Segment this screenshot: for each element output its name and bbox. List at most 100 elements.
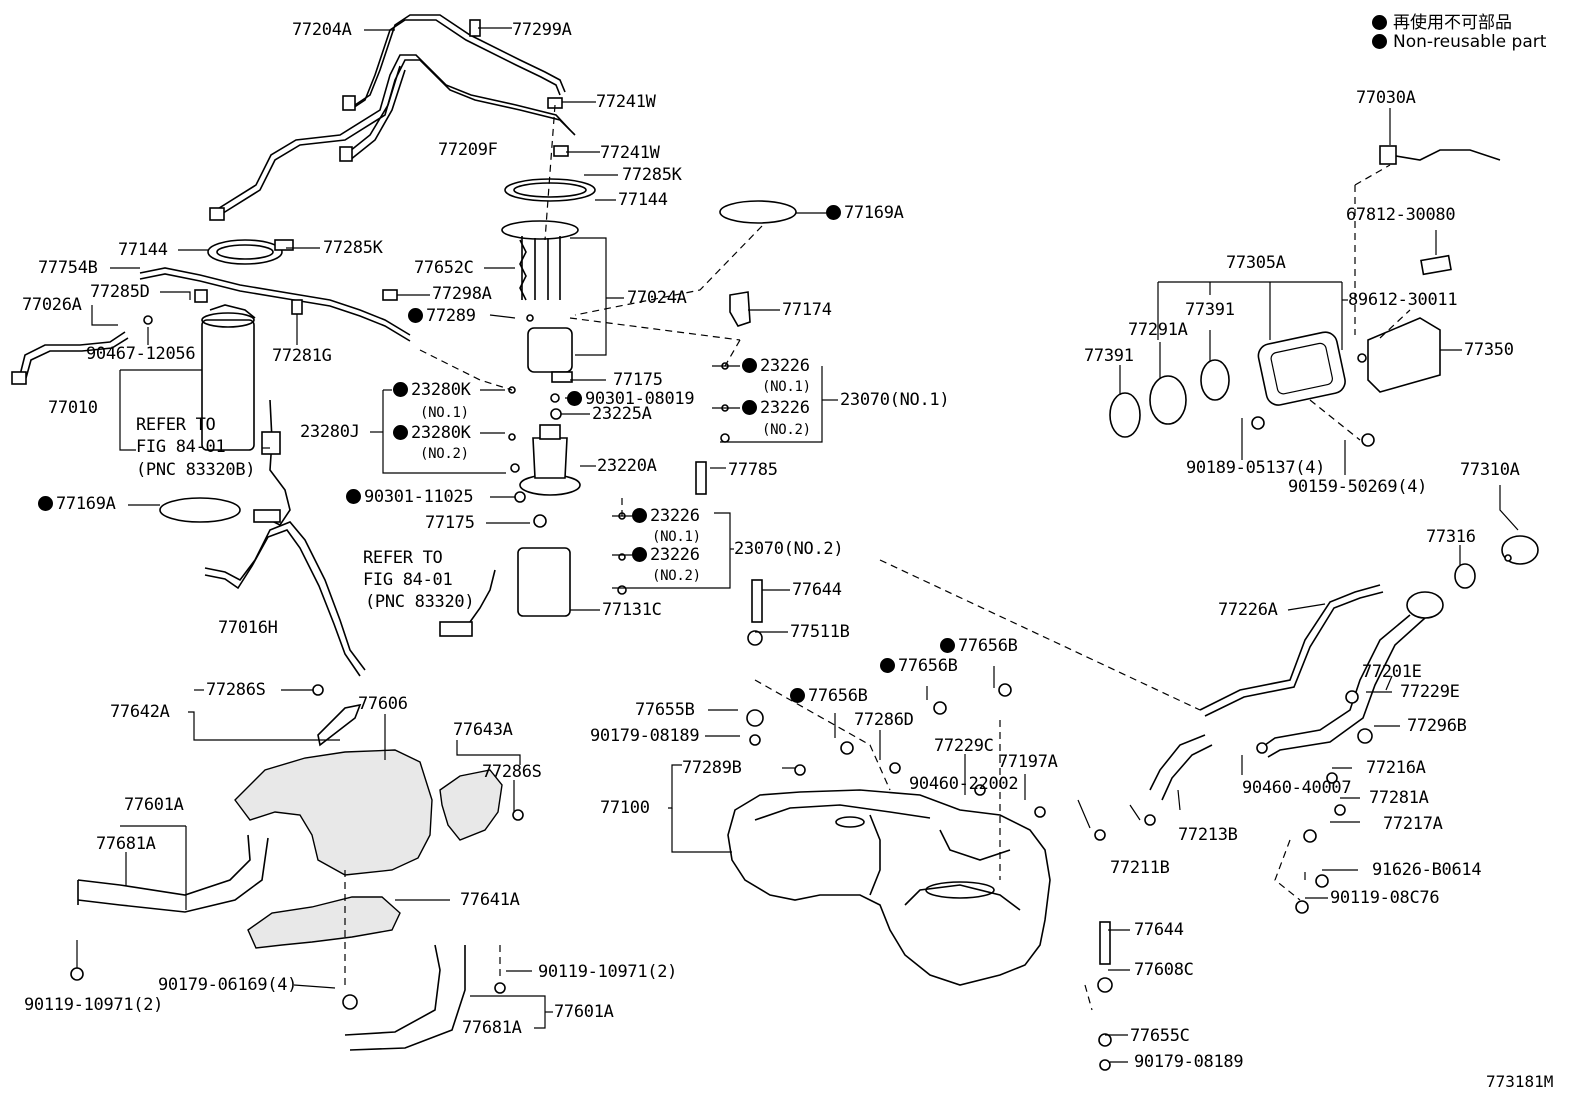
part-label: 77285K	[622, 165, 682, 185]
part-number: 90460-40007	[1242, 778, 1352, 798]
part-number: 77285K	[323, 238, 383, 258]
non-reusable-dot-icon	[567, 391, 582, 406]
non-reusable-dot-icon	[632, 547, 647, 562]
part-number: 77299A	[512, 20, 572, 40]
part-label: 90467-12056	[86, 344, 196, 364]
part-label: 77217A	[1383, 814, 1443, 834]
part-label: REFER TO	[363, 548, 443, 568]
part-number: 77174	[782, 300, 832, 320]
part-label: 77608C	[1134, 960, 1194, 980]
part-label: 23220A	[597, 456, 657, 476]
part-number: 77391	[1084, 346, 1134, 366]
part-number: 90179-08189	[590, 726, 700, 746]
part-number: 77281G	[272, 346, 332, 366]
part-label: 77350	[1464, 340, 1514, 360]
part-label: 77644	[1134, 920, 1184, 940]
part-label: 77286D	[854, 710, 914, 730]
part-label: 77169A	[826, 203, 904, 223]
part-label: (NO.2)	[652, 566, 701, 586]
part-number: 77285D	[90, 282, 150, 302]
non-reusable-dot-icon	[393, 425, 408, 440]
part-label: 77197A	[998, 752, 1058, 772]
part-label: 77642A	[110, 702, 170, 722]
part-label: 77241W	[596, 92, 656, 112]
part-label: 77310A	[1460, 460, 1520, 480]
part-number: 77644	[1134, 920, 1184, 940]
part-label: 67812-30080	[1346, 205, 1456, 225]
legend-jp: 再使用不可部品	[1372, 8, 1512, 33]
part-label: 77298A	[432, 284, 492, 304]
pump-23220A	[519, 424, 581, 496]
part-number: 77655C	[1130, 1026, 1190, 1046]
part-label: 90159-50269(4)	[1288, 477, 1427, 497]
fuel-line-77204A	[349, 14, 566, 111]
part-number: 77606	[358, 694, 408, 714]
part-number: 77229C	[934, 736, 994, 756]
part-label: 77305A	[1226, 253, 1286, 273]
non-reusable-dot-icon	[38, 496, 53, 511]
fuel-line-77209F	[215, 54, 576, 216]
part-label: 77241W	[600, 143, 660, 163]
part-number: 23226	[760, 398, 810, 418]
part-number: 77643A	[453, 720, 513, 740]
part-number: 23220A	[597, 456, 657, 476]
part-label: 77016H	[218, 618, 278, 638]
part-label: 77216A	[1366, 758, 1426, 778]
part-label: (NO.2)	[420, 444, 469, 464]
part-label: 77785	[728, 460, 778, 480]
cable-77030A	[1389, 149, 1501, 161]
part-label: 77229C	[934, 736, 994, 756]
tube-77016H	[204, 521, 366, 671]
part-number: 77026A	[22, 295, 82, 315]
part-number: 77310A	[1460, 460, 1520, 480]
fuel-tank-77100	[727, 789, 1051, 986]
part-label: FIG 84-01	[363, 570, 453, 590]
part-number: 77655B	[635, 700, 695, 720]
part-label: 77175	[613, 370, 663, 390]
fuel-pump-assy-77024A	[501, 220, 579, 383]
non-reusable-dot-icon	[1372, 34, 1387, 49]
part-number: 77175	[425, 513, 475, 533]
bracket-77174	[729, 291, 751, 327]
part-number: 77285K	[622, 165, 682, 185]
part-number: 23226	[650, 545, 700, 565]
part-label: 77229E	[1400, 682, 1460, 702]
part-label: 77169A	[38, 494, 116, 514]
part-number: FIG 84-01	[363, 570, 453, 590]
tank-band-77601A-upper	[77, 834, 269, 913]
part-number: 77785	[728, 460, 778, 480]
part-label: (NO.1)	[762, 377, 811, 397]
part-label: (NO.2)	[762, 420, 811, 440]
part-number: 67812-30080	[1346, 205, 1456, 225]
part-label: 23226	[742, 356, 810, 376]
part-label: 90460-22002	[909, 774, 1019, 794]
fasteners	[70, 314, 1512, 1071]
part-label: 77286S	[482, 762, 542, 782]
part-label: 89612-30011	[1348, 290, 1458, 310]
part-number: 23226	[760, 356, 810, 376]
part-number: 77213B	[1178, 825, 1238, 845]
filler-pipe-77201E	[1264, 591, 1444, 758]
part-label: 90460-40007	[1242, 778, 1352, 798]
part-number: 77316	[1426, 527, 1476, 547]
ring-77169A-top	[719, 200, 797, 224]
part-label: (PNC 83320B)	[136, 460, 256, 480]
non-reusable-dot-icon	[346, 489, 361, 504]
part-number: 90467-12056	[86, 344, 196, 364]
part-label: 77289	[408, 306, 476, 326]
part-label: 77391	[1084, 346, 1134, 366]
part-label: 90119-10971(2)	[24, 995, 163, 1015]
non-reusable-dot-icon	[826, 205, 841, 220]
part-label: 77285D	[90, 282, 150, 302]
part-number: REFER TO	[136, 415, 216, 435]
part-number: 77298A	[432, 284, 492, 304]
part-label: 77285K	[323, 238, 383, 258]
part-label: 77213B	[1178, 825, 1238, 845]
part-number: 77209F	[438, 140, 498, 160]
part-number: 90179-06169(4)	[158, 975, 298, 995]
part-number: 77286S	[482, 762, 542, 782]
part-number: (NO.1)	[652, 529, 701, 545]
part-number: 77216A	[1366, 758, 1426, 778]
part-number: 77511B	[790, 622, 850, 642]
